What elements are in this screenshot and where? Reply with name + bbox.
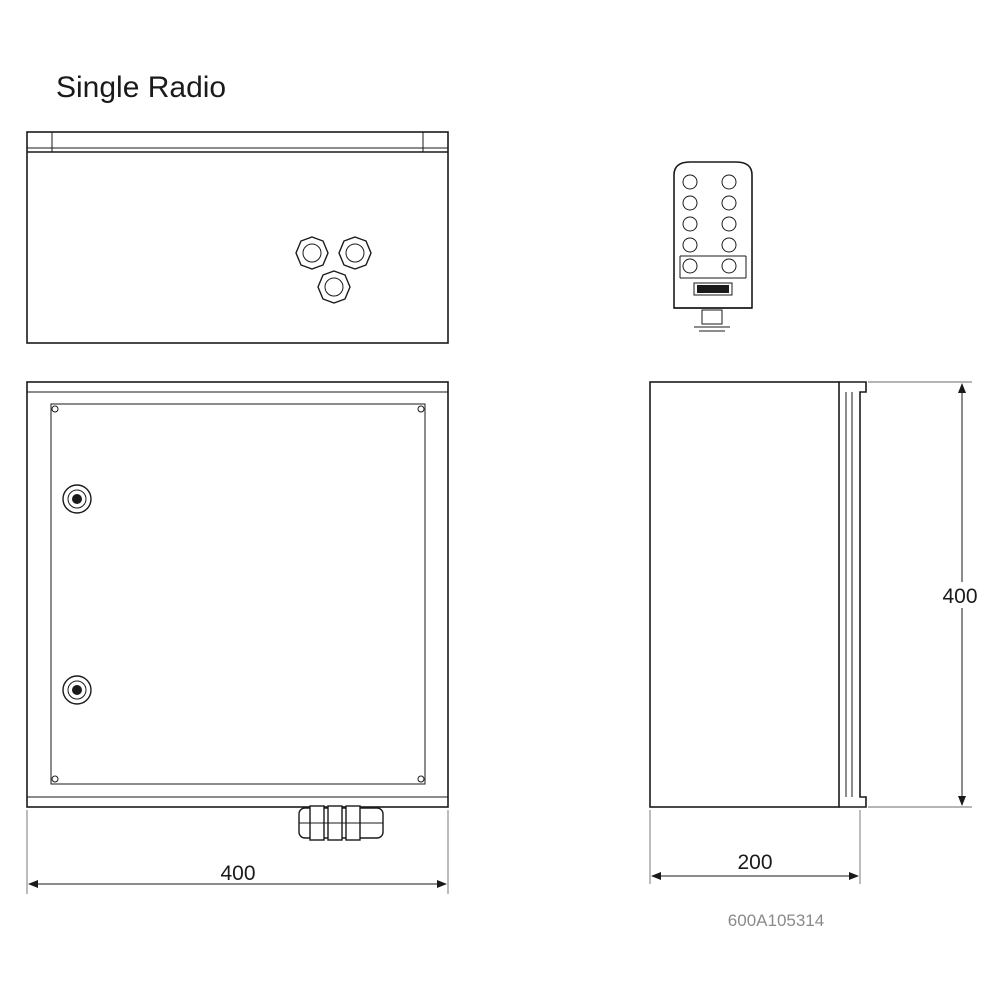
cable-gland-icon [298, 805, 384, 841]
side-height-dimension: 400 [868, 381, 984, 808]
front-width-dimension: 400 [26, 810, 449, 894]
side-view [649, 381, 867, 808]
cable-gland-icon [338, 236, 372, 270]
side-depth-dimension: 200 [649, 810, 861, 884]
door-lock-icon [62, 484, 92, 514]
front-width-label: 400 [220, 862, 255, 885]
door-lock-icon [62, 675, 92, 705]
side-height-label: 400 [942, 585, 977, 608]
cable-gland-icon [295, 236, 329, 270]
drawing-code: 600A105314 [728, 911, 824, 930]
drawing-title: Single Radio [56, 71, 226, 104]
cable-gland-icon [317, 270, 351, 304]
top-view [26, 131, 449, 344]
radio-remote-icon [673, 161, 753, 332]
front-view [26, 381, 449, 841]
side-depth-label: 200 [737, 851, 772, 874]
